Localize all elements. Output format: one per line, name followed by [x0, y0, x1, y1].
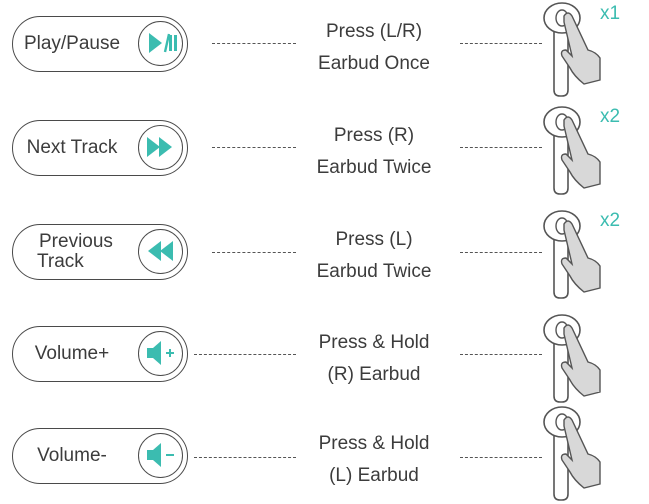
pill-label: Volume- [37, 445, 107, 466]
hand-pressing-earbud-icon [543, 106, 601, 195]
pill-label-line-2: Track [37, 251, 84, 272]
connector-dash-right [460, 457, 542, 458]
action-line-2: Earbud Twice [316, 157, 432, 178]
pill-label-line-1: Previous [39, 231, 113, 252]
connector-dash-left [212, 43, 296, 44]
action-line-1: Press (R) [333, 125, 415, 146]
pill-label: Previous Track [13, 225, 131, 279]
connector-dash-right [460, 147, 542, 148]
action-line-1: Press (L) [335, 229, 413, 250]
connector-dash-left [212, 147, 296, 148]
pill-label: Volume+ [34, 343, 110, 364]
connector-dash-left [194, 354, 296, 355]
rewind-icon [138, 229, 183, 274]
hand-pressing-earbud-icon [543, 406, 601, 501]
action-line-2: (R) Earbud [327, 364, 421, 385]
connector-dash-right [460, 43, 542, 44]
action-line-1: Press & Hold [318, 332, 430, 353]
press-count: x2 [600, 210, 621, 231]
action-text: Press & Hold (R) Earbud [296, 327, 452, 391]
pill-label: Next Track [26, 137, 118, 158]
previous-track-pill: Previous Track [12, 224, 188, 280]
connector-dash-left [194, 457, 296, 458]
hand-pressing-earbud-icon [543, 210, 601, 299]
control-row-previous-track: Previous Track Press (L) Earbud Twice x2 [0, 208, 649, 308]
fast-forward-icon [138, 125, 183, 170]
action-text: Press (R) Earbud Twice [296, 120, 452, 184]
volume-down-icon [138, 433, 183, 478]
action-text: Press (L/R) Earbud Once [296, 16, 452, 80]
control-row-play-pause: Play/Pause Press (L/R) Earbud Once x1 [0, 0, 649, 100]
connector-dash-right [460, 252, 542, 253]
volume-up-pill: Volume+ [12, 326, 188, 382]
play-pause-pill: Play/Pause [12, 16, 188, 72]
action-text: Press (L) Earbud Twice [296, 224, 452, 288]
hand-pressing-earbud-icon [543, 2, 601, 97]
control-row-next-track: Next Track Press (R) Earbud Twice x2 [0, 104, 649, 204]
action-line-2: (L) Earbud [329, 465, 419, 486]
connector-dash-left [212, 252, 296, 253]
next-track-pill: Next Track [12, 120, 188, 176]
pill-label: Play/Pause [23, 33, 121, 54]
volume-up-icon [138, 331, 183, 376]
hand-pressing-earbud-icon [543, 314, 601, 403]
action-line-2: Earbud Once [318, 53, 430, 74]
volume-down-pill: Volume- [12, 428, 188, 484]
play-pause-icon [138, 21, 183, 66]
press-count: x1 [600, 3, 621, 24]
press-count: x2 [600, 106, 621, 127]
control-row-volume-down: Volume- Press & Hold (L) Earbud [0, 404, 649, 504]
action-line-1: Press & Hold [318, 433, 430, 454]
action-text: Press & Hold (L) Earbud [296, 428, 452, 492]
connector-dash-right [460, 354, 542, 355]
action-line-1: Press (L/R) [325, 21, 423, 42]
action-line-2: Earbud Twice [316, 261, 432, 282]
control-row-volume-up: Volume+ Press & Hold (R) Earbud [0, 312, 649, 412]
